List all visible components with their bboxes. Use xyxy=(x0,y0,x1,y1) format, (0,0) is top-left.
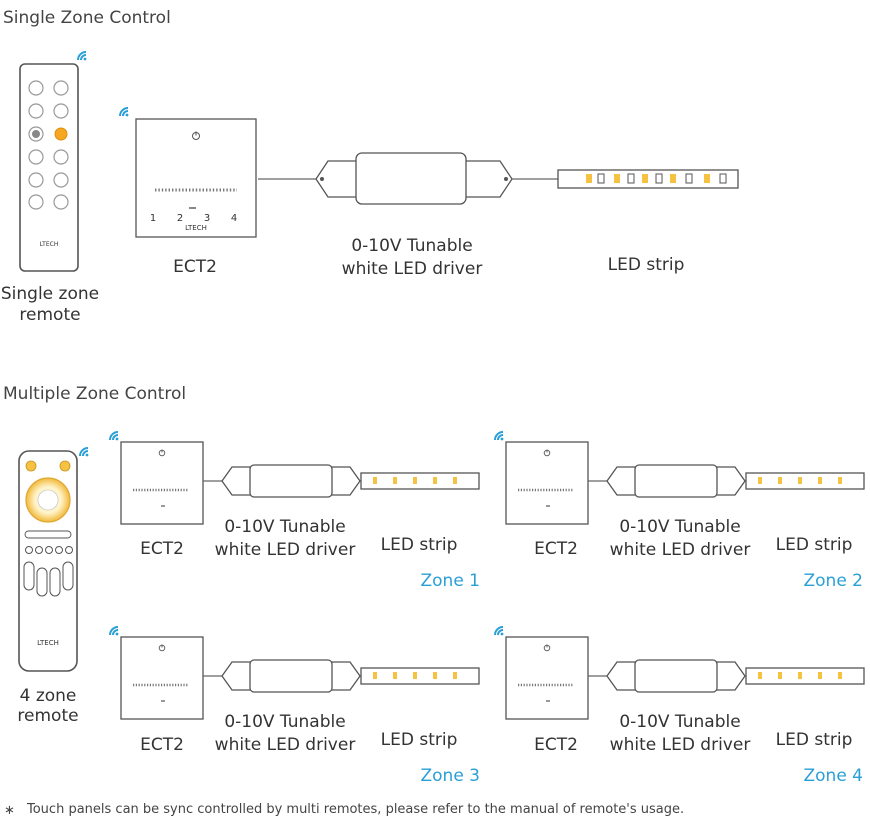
led-strip xyxy=(745,667,865,685)
single-remote-label-1: Single zone xyxy=(1,284,99,304)
zone-3-label: Zone 3 xyxy=(421,766,481,786)
zone-1-panel-label: ECT2 xyxy=(140,539,184,559)
ect2-panel xyxy=(119,440,205,526)
single-ect2-panel: 1 2 3 4 LTECH xyxy=(119,107,257,238)
wifi-signal-icon xyxy=(77,51,88,62)
power-off-icon xyxy=(59,460,71,472)
zone-1-label: Zone 1 xyxy=(421,571,481,591)
wifi-signal-icon xyxy=(119,107,130,118)
single-remote-label-2: remote xyxy=(19,305,80,325)
brightness-down-icon xyxy=(28,149,44,165)
single-led-driver xyxy=(315,152,513,205)
led-strip xyxy=(360,667,480,685)
multi-remote-label-1: 4 zone xyxy=(20,686,77,706)
scene-2-icon xyxy=(53,194,69,210)
zone-4-label: Zone 4 xyxy=(804,766,864,786)
sun-icon xyxy=(53,172,69,188)
led-driver xyxy=(606,659,746,693)
footnote-symbol: ∗ xyxy=(4,803,15,818)
power-on-icon xyxy=(25,460,37,472)
power-off-icon xyxy=(53,80,69,96)
zone-2-panel-label: ECT2 xyxy=(534,539,578,559)
multi-remote-brand: LTECH xyxy=(37,639,59,647)
panel-brand: LTECH xyxy=(185,224,207,232)
wifi-signal-icon xyxy=(494,626,505,637)
zone-group-3: ECT2 0-10V Tunable white LED driver LED … xyxy=(109,626,481,786)
wifi-signal-icon xyxy=(109,431,120,442)
panel-zone-3: 3 xyxy=(204,213,210,224)
zone-4-strip-label: LED strip xyxy=(776,730,853,750)
led-driver xyxy=(606,464,746,498)
footnote-text: Touch panels can be sync controlled by m… xyxy=(26,802,684,817)
zone-2-label: Zone 2 xyxy=(804,571,864,591)
panel-zone-1: 1 xyxy=(150,213,156,224)
zone-3-driver-label-2: white LED driver xyxy=(215,735,356,755)
four-zone-remote: LTECH xyxy=(18,447,90,672)
led-driver xyxy=(221,464,361,498)
ect2-panel xyxy=(504,635,590,721)
panel-zone-2: 2 xyxy=(177,213,183,224)
mode-icon xyxy=(28,126,44,142)
zone-4-driver-label-2: white LED driver xyxy=(610,735,751,755)
single-strip-label: LED strip xyxy=(608,255,685,275)
zone-3-driver-label-1: 0-10V Tunable xyxy=(224,712,345,732)
ect2-panel xyxy=(504,440,590,526)
right-arrow-icon xyxy=(53,103,69,119)
left-arrow-icon xyxy=(28,103,44,119)
multi-remote-label-2: remote xyxy=(17,706,78,726)
single-driver-label-2: white LED driver xyxy=(342,259,483,279)
multi-zone-heading: Multiple Zone Control xyxy=(3,384,186,404)
wifi-signal-icon xyxy=(79,447,90,458)
single-remote-brand: LTECH xyxy=(40,241,59,248)
zone-group-2: ECT2 0-10V Tunable white LED driver LED … xyxy=(494,431,865,591)
zone-3-strip-label: LED strip xyxy=(381,730,458,750)
single-ect2-label: ECT2 xyxy=(173,257,217,277)
zone-3-panel-label: ECT2 xyxy=(140,735,184,755)
zone-group-4: ECT2 0-10V Tunable white LED driver LED … xyxy=(494,626,865,786)
brightness-up-icon xyxy=(53,149,69,165)
ect2-panel xyxy=(119,635,205,721)
single-led-strip xyxy=(557,169,739,189)
single-zone-remote: LTECH xyxy=(19,51,88,272)
power-on-icon xyxy=(28,80,44,96)
led-strip xyxy=(745,472,865,490)
led-driver xyxy=(221,659,361,693)
zone-1-driver-label-2: white LED driver xyxy=(215,540,356,560)
led-strip xyxy=(360,472,480,490)
cct-icon xyxy=(28,172,44,188)
zone-4-panel-label: ECT2 xyxy=(534,735,578,755)
zone-2-driver-label-2: white LED driver xyxy=(610,540,751,560)
wifi-signal-icon xyxy=(109,626,120,637)
zone-4-driver-label-1: 0-10V Tunable xyxy=(619,712,740,732)
zone-1-driver-label-1: 0-10V Tunable xyxy=(224,517,345,537)
wifi-signal-icon xyxy=(494,431,505,442)
zone-2-driver-label-1: 0-10V Tunable xyxy=(619,517,740,537)
single-driver-label-1: 0-10V Tunable xyxy=(351,236,472,256)
zone-1-strip-label: LED strip xyxy=(381,535,458,555)
zone-group-1: ECT2 0-10V Tunable white LED driver LED … xyxy=(109,431,481,591)
single-zone-heading: Single Zone Control xyxy=(3,8,171,28)
zone-2-strip-label: LED strip xyxy=(776,535,853,555)
scene-1-icon xyxy=(28,194,44,210)
panel-zone-4: 4 xyxy=(231,213,237,224)
